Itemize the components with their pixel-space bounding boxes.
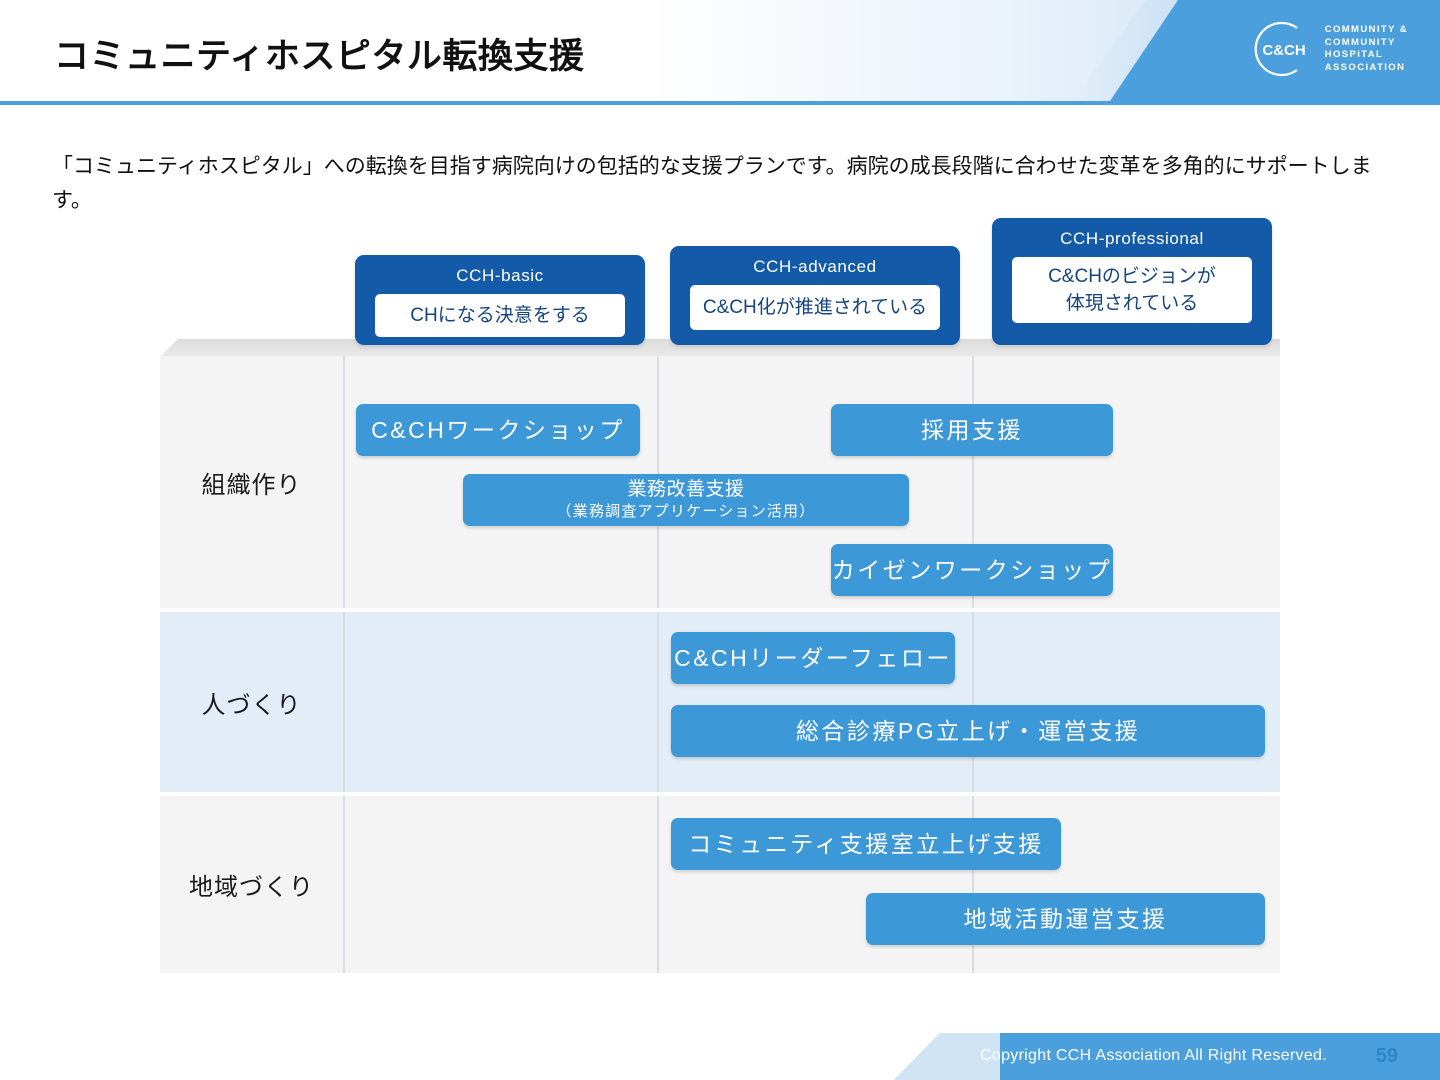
support-matrix: 組織作り C&CHワークショップ 業務改善支援 （業務調査アプリケーション活用）… bbox=[160, 339, 1280, 973]
stage-goal: CHになる決意をする bbox=[375, 294, 625, 337]
stage-goal: C&CHのビジョンが 体現されている bbox=[1012, 257, 1252, 323]
stage-goal-line-2: 体現されている bbox=[1065, 293, 1199, 314]
column-divider bbox=[972, 612, 974, 792]
stage-name: CCH-advanced bbox=[753, 257, 877, 276]
column-divider bbox=[657, 796, 659, 973]
item-bar-recruitment-support[interactable]: 採用支援 bbox=[831, 404, 1113, 456]
stage-goal-line-1: CHになる決意をする bbox=[410, 305, 590, 326]
slide-description: 「コミュニティホスピタル」への転換を目指す病院向けの包括的な支援プランです。病院… bbox=[52, 155, 1372, 212]
stage-name: CCH-professional bbox=[1060, 229, 1204, 248]
stage-goal-line-1: C&CHのビジョンが bbox=[1048, 266, 1216, 287]
item-bar-community-support-office[interactable]: コミュニティ支援室立上げ支援 bbox=[671, 818, 1061, 870]
logo-mark-text: C&CH bbox=[1262, 42, 1305, 59]
column-divider bbox=[972, 356, 974, 608]
slide-footer: Copyright CCH Association All Right Rese… bbox=[0, 1033, 1440, 1080]
item-bar-cch-workshop[interactable]: C&CHワークショップ bbox=[356, 404, 640, 456]
logo-line-2: COMMUNITY bbox=[1324, 36, 1396, 48]
row-label: 人づくり bbox=[201, 691, 302, 719]
row-label: 組織作り bbox=[201, 471, 302, 499]
matrix-body: 組織作り C&CHワークショップ 業務改善支援 （業務調査アプリケーション活用）… bbox=[160, 356, 1280, 973]
item-sublabel: （業務調査アプリケーション活用） bbox=[556, 503, 816, 520]
logo-wordmark: COMMUNITY & COMMUNITY HOSPITAL ASSOCIATI… bbox=[1325, 24, 1408, 74]
item-label: C&CHリーダーフェロー bbox=[674, 645, 952, 671]
logo-line-3: HOSPITAL bbox=[1324, 49, 1384, 60]
footer-white-wedge bbox=[0, 1033, 940, 1080]
stage-card-professional[interactable]: CCH-professional C&CHのビジョンが 体現されている bbox=[992, 218, 1272, 345]
stage-card-basic[interactable]: CCH-basic CHになる決意をする bbox=[355, 255, 645, 345]
column-divider bbox=[343, 612, 345, 792]
item-label: C&CHワークショップ bbox=[371, 417, 625, 443]
stage-goal: C&CH化が推進されている bbox=[690, 285, 940, 330]
slide-header: コミュニティホスピタル転換支援 C&CH COMMUNITY & COMMUNI… bbox=[0, 0, 1440, 105]
stage-name: CCH-basic bbox=[456, 266, 544, 285]
row-label: 地域づくり bbox=[189, 874, 314, 901]
item-label: 総合診療PG立上げ・運営支援 bbox=[795, 718, 1141, 744]
cch-logo: C&CH COMMUNITY & COMMUNITY HOSPITAL ASSO… bbox=[1253, 18, 1408, 80]
item-label: カイゼンワークショップ bbox=[831, 557, 1113, 583]
column-divider bbox=[343, 796, 345, 973]
item-bar-operations-improvement[interactable]: 業務改善支援 （業務調査アプリケーション活用） bbox=[463, 474, 909, 526]
item-label: 採用支援 bbox=[921, 417, 1023, 443]
item-bar-community-activity-management[interactable]: 地域活動運営支援 bbox=[866, 893, 1265, 945]
logo-line-4: ASSOCIATION bbox=[1324, 61, 1406, 73]
header-divider bbox=[0, 101, 1440, 105]
page-number: 59 bbox=[1375, 1045, 1398, 1067]
item-bar-general-practice-program[interactable]: 総合診療PG立上げ・運営支援 bbox=[671, 705, 1265, 757]
column-divider bbox=[343, 356, 345, 608]
item-bar-kaizen-workshop[interactable]: カイゼンワークショップ bbox=[831, 544, 1113, 596]
logo-line-1: COMMUNITY & bbox=[1324, 24, 1408, 35]
item-label: 地域活動運営支援 bbox=[963, 906, 1168, 932]
item-label: 業務改善支援 bbox=[627, 479, 745, 500]
footer-copyright: Copyright CCH Association All Right Rese… bbox=[980, 1047, 1327, 1064]
stage-card-advanced[interactable]: CCH-advanced C&CH化が推進されている bbox=[670, 246, 960, 345]
logo-circle-icon: C&CH bbox=[1253, 18, 1315, 80]
item-label: コミュニティ支援室立上げ支援 bbox=[688, 831, 1044, 857]
column-divider bbox=[972, 796, 974, 973]
stage-goal-line-1: C&CH化が推進されている bbox=[702, 297, 928, 318]
page-title: コミュニティホスピタル転換支援 bbox=[54, 37, 585, 76]
column-divider bbox=[657, 612, 659, 792]
item-bar-cch-leader-fellow[interactable]: C&CHリーダーフェロー bbox=[671, 632, 955, 684]
matrix-row-organization: 組織作り C&CHワークショップ 業務改善支援 （業務調査アプリケーション活用）… bbox=[160, 356, 1280, 608]
matrix-row-people: 人づくり C&CHリーダーフェロー 総合診療PG立上げ・運営支援 bbox=[160, 612, 1280, 792]
matrix-row-community: 地域づくり コミュニティ支援室立上げ支援 地域活動運営支援 bbox=[160, 796, 1280, 973]
